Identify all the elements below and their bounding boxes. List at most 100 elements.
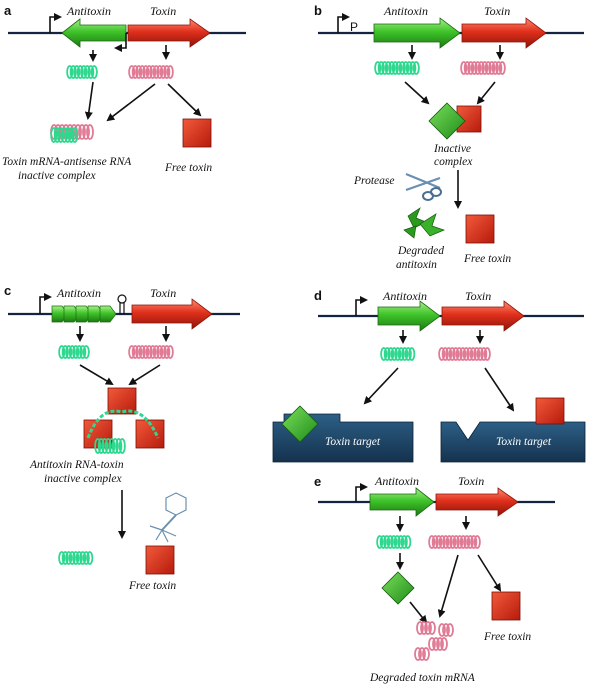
rna-coil-turn <box>446 623 454 637</box>
panel-b-promoter-arrow <box>337 13 350 33</box>
panel-a-free-toxin-protein <box>182 118 212 148</box>
rna-coil-turn <box>474 61 482 75</box>
rna-coil-turn <box>438 347 446 361</box>
rna-coil-turn <box>390 535 398 549</box>
rna-coil-turn <box>445 347 453 361</box>
panel-b-label: b <box>314 3 322 18</box>
panel-e-degraded-mrna <box>414 621 454 661</box>
rna-coil-turn <box>401 347 409 361</box>
rna-coil-turn <box>405 61 413 75</box>
panel-b-toxin-label: Toxin <box>484 4 510 18</box>
panel-b-antitoxin-rna <box>374 61 420 75</box>
panel-d-toxin-label: Toxin <box>465 289 491 303</box>
rna-coil-turn <box>422 647 430 661</box>
panel-a-complex-caption-1: Toxin mRNA-antisense RNA <box>2 156 132 168</box>
rna-coil-turn <box>442 623 450 637</box>
panel-d-label: d <box>314 288 322 303</box>
rna-coil-turn <box>432 637 440 651</box>
panel-a-arrow-to-complex-2 <box>106 83 156 122</box>
panel-b-antitoxin-gene <box>373 17 461 49</box>
rna-coil-turn <box>80 65 88 79</box>
rna-coil-turn <box>404 535 412 549</box>
rna-coil-turn <box>68 551 76 565</box>
rna-coil-turn <box>101 438 109 454</box>
panel-d-antitoxin-gene <box>377 300 441 332</box>
panel-c-antitoxin-rna <box>58 345 90 359</box>
rna-coil-turn <box>436 637 444 651</box>
rna-coil-turn <box>388 61 396 75</box>
rna-coil-turn <box>448 347 456 361</box>
panel-a-free-toxin-caption: Free toxin <box>164 162 212 174</box>
panel-d-antitoxin-label: Antitoxin <box>382 289 427 303</box>
rna-coil-turn <box>142 345 150 359</box>
panel-a-toxin-mrna <box>128 65 174 79</box>
panel-a-label: a <box>4 3 12 18</box>
panel-e-free-toxin-protein <box>491 591 521 621</box>
panel-a-complex-antisense <box>50 127 79 143</box>
rna-coil-turn <box>383 347 391 361</box>
panel-e-toxin-label: Toxin <box>458 474 484 488</box>
rna-coil-turn <box>467 61 475 75</box>
panel-c-promoter-arrow <box>39 293 52 314</box>
rna-coil-turn <box>442 535 450 549</box>
rna-coil-turn <box>82 124 90 140</box>
rna-coil-turn <box>138 65 146 79</box>
rna-coil-turn <box>456 535 464 549</box>
rna-coil-turn <box>152 65 160 79</box>
rna-coil-turn <box>87 65 95 79</box>
rna-coil-turn <box>50 127 58 143</box>
rna-coil-turn <box>131 345 139 359</box>
rna-coil-turn <box>79 345 87 359</box>
rna-coil-turn <box>166 345 174 359</box>
rna-coil-turn <box>79 551 87 565</box>
rna-coil-turn <box>166 65 174 79</box>
rna-coil-turn <box>408 347 416 361</box>
rna-coil-turn <box>159 345 167 359</box>
phage-icon <box>149 492 187 543</box>
rna-coil-turn <box>414 647 422 661</box>
panel-a-promoter-arrow <box>49 13 62 33</box>
panel-b-arrow-toxin-to-complex <box>476 81 496 105</box>
rna-coil-turn <box>82 551 90 565</box>
panel-c-arrow-rna-to-complex <box>79 364 114 386</box>
panel-a-antitoxin-label: Antitoxin <box>66 4 111 18</box>
rna-coil-turn <box>483 347 491 361</box>
panel-b-toxin-gene <box>461 17 547 49</box>
panel-e-antitoxin-rna <box>376 535 412 549</box>
panel-c-free-antitoxin-rna <box>58 551 94 565</box>
rna-coil-turn <box>400 535 408 549</box>
panel-d-arrow-antitoxin-to-target <box>363 367 399 405</box>
rna-coil-turn <box>402 61 410 75</box>
rna-coil-turn <box>498 61 506 75</box>
rna-coil-turn <box>412 61 420 75</box>
rna-coil-turn <box>138 345 146 359</box>
panel-b-degraded-caption-2: antitoxin <box>396 259 437 271</box>
rna-coil-turn <box>470 535 478 549</box>
panel-d-target-right-caption: Toxin target <box>496 436 552 448</box>
rna-coil-turn <box>152 345 160 359</box>
rna-coil-turn <box>477 61 485 75</box>
rna-coil-turn <box>72 551 80 565</box>
rna-coil-turn <box>462 347 470 361</box>
rna-coil-turn <box>495 61 503 75</box>
rna-coil-turn <box>463 61 471 75</box>
rna-coil-turn <box>86 124 94 140</box>
rna-coil-turn <box>71 127 79 143</box>
panel-c-toxin-gene <box>131 298 213 330</box>
panel-d-promoter-arrow <box>355 296 368 316</box>
panel-b-toxin-mrna <box>460 61 506 75</box>
rna-coil-turn <box>484 61 492 75</box>
panel-c-antitoxin-label: Antitoxin <box>56 286 101 300</box>
panel-a-arrow-to-complex-1 <box>84 81 94 120</box>
rna-coil-turn <box>78 124 86 140</box>
rna-coil-turn <box>420 621 428 635</box>
rna-coil-turn <box>384 61 392 75</box>
panel-b-free-toxin-caption: Free toxin <box>463 253 511 265</box>
rna-coil-turn <box>435 535 443 549</box>
rna-coil-turn <box>66 65 74 79</box>
rna-coil-turn <box>431 535 439 549</box>
rna-coil-turn <box>379 535 387 549</box>
rna-coil-turn <box>69 65 77 79</box>
rna-coil-turn <box>376 535 384 549</box>
rna-coil-turn <box>428 637 436 651</box>
